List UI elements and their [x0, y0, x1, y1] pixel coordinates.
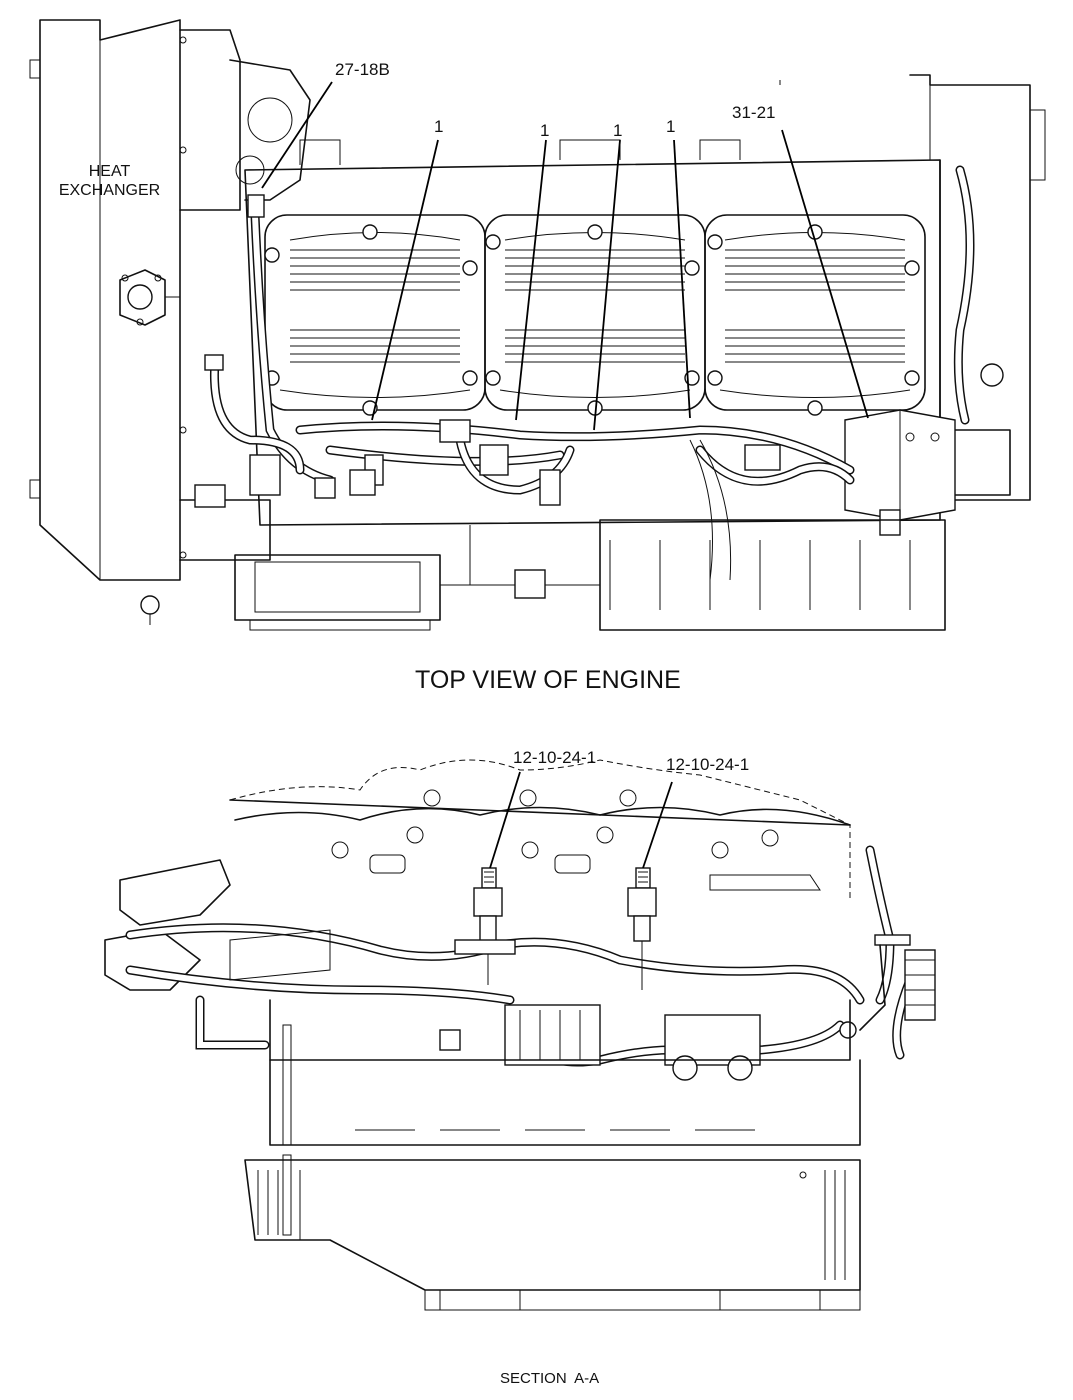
- valve-cover-right: [704, 214, 926, 411]
- section-view-drawing: [104, 759, 936, 1311]
- leader-1-b: [515, 139, 547, 421]
- heat-exchanger-label: HEAT EXCHANGER: [52, 162, 167, 200]
- heat-exchanger-label-line2: EXCHANGER: [58, 182, 161, 199]
- callout-1-b: 1: [540, 121, 550, 140]
- cover-bolts: [264, 224, 920, 416]
- leader-31-21: [781, 129, 869, 419]
- ecm-module: [234, 554, 441, 631]
- heat-exchanger-label-line1: HEAT: [88, 163, 131, 180]
- callout-12-10-24-1-b: 12-10-24-1: [666, 755, 750, 774]
- top-view-leaders: [261, 81, 869, 431]
- valve-cover-left: [264, 214, 486, 411]
- callout-1-d: 1: [666, 117, 676, 136]
- section-view-leaders: [489, 771, 673, 869]
- junction-box: [844, 409, 956, 536]
- leader-1-c: [593, 139, 621, 431]
- section-view-caption: SECTION A-A: [500, 1370, 600, 1387]
- leader-12-10-24-1-a: [489, 771, 521, 869]
- callout-31-21: 31-21: [732, 103, 776, 122]
- clip-bracket-left: [454, 867, 516, 985]
- leader-1-a: [371, 139, 439, 421]
- top-view-caption: TOP VIEW OF ENGINE: [415, 666, 681, 694]
- clip-bracket-right: [627, 867, 657, 990]
- leader-27-18b: [261, 81, 333, 189]
- callout-1-c: 1: [613, 121, 623, 140]
- valve-cover-middle: [484, 214, 706, 411]
- heat-exchanger: [29, 19, 271, 625]
- wiring-harness-section: [125, 845, 915, 1067]
- top-view-drawing: [29, 19, 1046, 631]
- callout-27-18b: 27-18B: [335, 60, 390, 79]
- leader-12-10-24-1-b: [642, 781, 673, 869]
- callout-12-10-24-1-a: 12-10-24-1: [513, 748, 597, 767]
- callout-1-a: 1: [434, 117, 444, 136]
- leader-1-d: [673, 139, 691, 419]
